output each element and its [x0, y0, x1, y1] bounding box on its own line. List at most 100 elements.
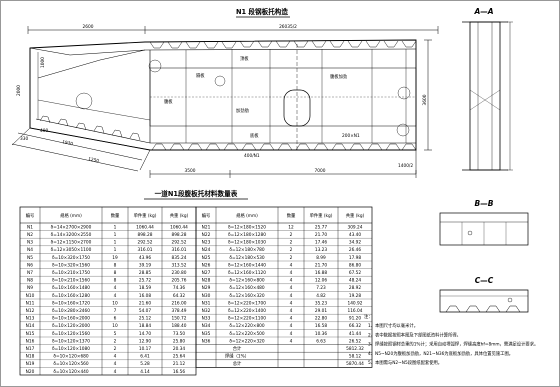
table_left-cell: 10.17 — [139, 346, 152, 352]
table_right-cell: 4 — [290, 293, 293, 299]
table_left-cell: δ=12×3050×1100 — [51, 247, 92, 253]
table_left-cell: N16 — [26, 338, 35, 344]
table_left-cell: N7 — [27, 270, 33, 276]
table_left-cell: 1 — [114, 224, 117, 230]
elevation-title: N1 段钢板托构造 — [236, 7, 288, 16]
table_right-cell: δ=12×180×1030 — [228, 240, 266, 246]
label-web: 腹板 — [164, 98, 173, 105]
table_right-cell: 12 — [288, 224, 294, 230]
table_left-cell: 1 — [114, 232, 117, 238]
table_left-cell: 4 — [114, 361, 117, 367]
top-dimension: 2600 26035/2 — [27, 24, 439, 34]
table_right-cell: 67.52 — [349, 270, 362, 276]
table_left-cell: δ=10×120×1080 — [52, 346, 90, 352]
section-b-title: B—B — [475, 199, 494, 208]
table_left-cell: δ=10×120×560 — [53, 361, 89, 367]
table_right-cell: 26.52 — [349, 338, 362, 344]
table_right-cell: δ=12×180×1280 — [228, 232, 266, 238]
table_left-cell: δ=10×320×1750 — [52, 255, 90, 261]
table_left-cell: 64.32 — [173, 293, 186, 299]
table_right-cell: 4 — [290, 285, 293, 291]
table_left-cell: 5 — [114, 331, 117, 337]
table_right-cell: 66.32 — [349, 323, 362, 329]
table_right-header-cell: 共重 (kg) — [346, 212, 365, 219]
bottom-ribs — [39, 115, 417, 151]
label-stiffener: 加劲肋 — [236, 107, 250, 114]
note-line: 2、表中数据按照本图及下部图纸资料计算所得。 — [368, 331, 461, 338]
table_right-cell: δ=12×220×1400 — [228, 308, 266, 314]
table_right-cell: N36 — [202, 338, 211, 344]
table_right-cell: 16.58 — [315, 323, 328, 329]
section-c-title: C—C — [475, 276, 494, 285]
table_left-cell: 898.28 — [137, 232, 152, 238]
table_right-cell: N27 — [202, 270, 211, 276]
table_left-cell: 25.80 — [173, 338, 186, 344]
top-ribs — [149, 40, 417, 49]
table_left-cell: 10 — [112, 300, 118, 306]
table_right-cell: N30 — [202, 293, 211, 299]
table_left-cell: N5 — [27, 255, 33, 261]
dim-vertical-2: 1000 — [40, 57, 46, 68]
table_left-cell: 16.08 — [139, 293, 152, 299]
note-line: 注： — [364, 313, 373, 320]
dim-bottom-right: 7000 — [315, 168, 326, 174]
table_right-cell: 25.77 — [315, 224, 328, 230]
table_left-cell: N10 — [26, 293, 35, 299]
table_right-cell: 309.24 — [347, 224, 362, 230]
table_right-cell: N26 — [202, 262, 211, 268]
bottom-dimension — [149, 150, 417, 178]
table_left-cell: 2 — [114, 346, 117, 352]
table_left-cell: N4 — [27, 247, 33, 253]
table_left-cell: 8 — [114, 262, 117, 268]
table_right-cell: 4 — [290, 270, 293, 276]
table_left-cell: N3 — [27, 240, 33, 246]
table_right-cell: 10.36 — [315, 331, 328, 337]
table_left-cell: 188.40 — [171, 323, 186, 329]
table_right-cell: 91.20 — [349, 316, 362, 322]
label-rib-code-2: 400/N1 — [244, 153, 260, 159]
table_right-cell: 48.24 — [349, 278, 362, 284]
table_left-cell: 28.85 — [139, 270, 152, 276]
table_right-cell: N33 — [202, 316, 211, 322]
section-b-view — [439, 212, 529, 246]
table_left-cell: δ=12×1150×2700 — [51, 240, 92, 246]
table_left-cell: 1060.44 — [170, 224, 188, 230]
table_left-cell: δ=10×160×1280 — [52, 293, 90, 299]
table_left-cell: δ=10×120×1370 — [52, 338, 90, 344]
table_left-cell: δ=10×160×2000 — [52, 316, 90, 322]
table_right-cell: 13.23 — [315, 247, 328, 253]
table_right-cell: 22.80 — [315, 316, 328, 322]
table_right-cell: 41.44 — [349, 331, 362, 337]
table_right-cell: 16.88 — [315, 270, 328, 276]
table_left-cell: N13 — [26, 316, 35, 322]
table_left-cell: δ=10×210×1750 — [52, 270, 90, 276]
table_right-cell: δ=12×220×320 — [229, 338, 265, 344]
table_right-header-cell: 数量 — [287, 212, 296, 219]
table_left-cell: 21.12 — [173, 361, 186, 367]
table_left-cell: 1060.44 — [136, 224, 154, 230]
table_left-cell: δ=10×210×1560 — [52, 278, 90, 284]
table_left-cell: 292.52 — [137, 240, 152, 246]
table-right-summary-value: 5870.44 — [346, 361, 364, 367]
table_left-cell: 230.80 — [171, 270, 186, 276]
table_left-cell: 4 — [114, 285, 117, 291]
table_left-cell: δ=10×160×1480 — [52, 285, 90, 291]
table_left-cell: 18.59 — [139, 285, 152, 291]
dim-diagonal-1: 1930 — [62, 139, 74, 147]
table_left-cell: 39.19 — [139, 262, 152, 268]
table_left-cell: 25.12 — [139, 316, 152, 322]
table_right-cell: N23 — [202, 240, 211, 246]
table_left-cell: 4 — [114, 293, 117, 299]
table_right-cell: N25 — [202, 255, 211, 261]
table_right-cell: 26.46 — [349, 247, 362, 253]
right-dimensions — [424, 39, 432, 151]
dim-web-height: 3600 — [422, 94, 428, 105]
table_right-cell: 2 — [290, 240, 293, 246]
table_left-cell: 313.52 — [171, 262, 186, 268]
label-web-stiffener: 腹板加劲 — [330, 73, 347, 80]
table_left-cell: 1 — [114, 240, 117, 246]
table_left-cell: δ=14×2700×2900 — [51, 224, 92, 230]
table_right-cell: N24 — [202, 247, 211, 253]
